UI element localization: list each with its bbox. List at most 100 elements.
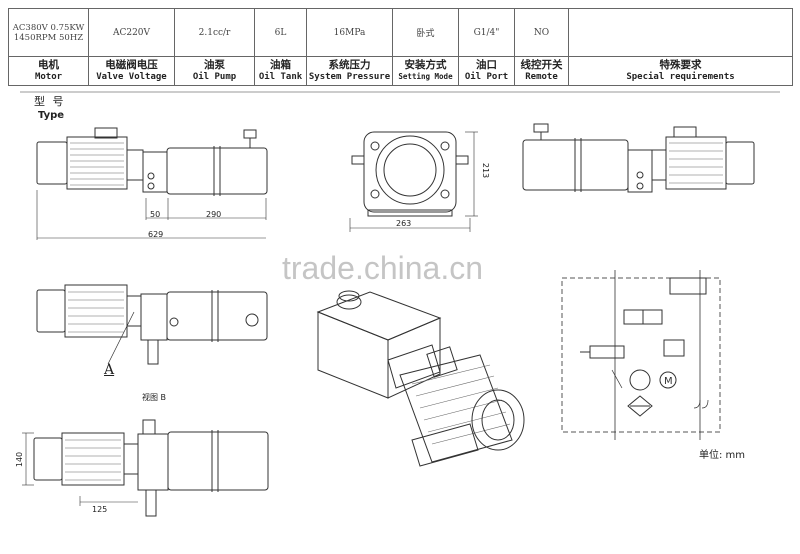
- end-port-right: [455, 155, 469, 165]
- header-en: System Pressure: [308, 72, 391, 82]
- valve-block: [387, 344, 441, 389]
- isometric-view: [316, 290, 525, 467]
- motor-body: [399, 354, 513, 463]
- oil-port-value: G1/4": [458, 8, 515, 57]
- terminal-box: [673, 126, 697, 138]
- schematic-boundary: [561, 277, 721, 433]
- motor-value: AC380V 0.75KW 1450RPM 50HZ: [8, 8, 89, 57]
- dim-290: 290: [206, 210, 222, 219]
- header-en: Setting Mode: [398, 72, 453, 81]
- valve-port: [147, 182, 155, 190]
- valve-block: [140, 293, 168, 341]
- valve-block: [142, 151, 168, 193]
- bottom-view: [22, 419, 269, 517]
- tank-side: [387, 317, 441, 399]
- solenoid: [426, 346, 458, 378]
- end-flange-inner: [383, 143, 437, 197]
- pump-symbol: [629, 369, 651, 391]
- motor-body: [665, 136, 727, 190]
- dim-263: 263: [396, 219, 412, 228]
- side-view-left: [36, 127, 268, 240]
- oil-tank: [166, 147, 268, 195]
- motor-base: [411, 423, 479, 467]
- header-cn: 电机: [38, 59, 59, 71]
- motor-fan-cover: [36, 141, 68, 185]
- tank-top: [316, 291, 442, 341]
- oil-tank: [166, 291, 268, 341]
- setting-mode-value: 卧式: [392, 8, 459, 57]
- motor-flange: [126, 149, 144, 181]
- unit-label: 单位: mm: [699, 450, 746, 461]
- dim-125: 125: [92, 505, 108, 514]
- motor-body: [64, 284, 128, 338]
- remote-value: NO: [514, 8, 569, 57]
- relief-valve: [663, 339, 685, 357]
- solenoid: [147, 339, 159, 365]
- end-base: [367, 209, 453, 217]
- header-cn: 电磁阀电压: [105, 59, 158, 71]
- valve-block: [627, 149, 653, 193]
- header-cn: 安装方式: [404, 59, 447, 71]
- motor-fan-cover: [36, 289, 66, 333]
- motor-fan-cover: [471, 389, 525, 451]
- motor-fins: [70, 142, 124, 186]
- hydraulic-schematic: M: [561, 270, 721, 440]
- motor-symbol: [659, 371, 677, 389]
- header-cn: 油泵: [204, 59, 225, 71]
- header-en: Motor: [34, 72, 63, 82]
- filler-cap: [245, 313, 259, 327]
- header-en: Special requirements: [626, 72, 735, 82]
- motor-body: [66, 136, 128, 190]
- dim-629: 629: [148, 230, 164, 239]
- header-en: Oil Pump: [192, 72, 237, 82]
- view-a-leader: [107, 311, 135, 365]
- end-flange: [375, 135, 445, 205]
- end-port-left: [351, 155, 365, 165]
- header-en: Oil Port: [464, 72, 509, 82]
- view-a-marker: A: [104, 362, 115, 378]
- tank-front: [317, 311, 389, 399]
- type-label-cn: 型 号: [34, 95, 66, 108]
- type-label-en: Type: [38, 110, 65, 121]
- spec-table: AC380V 0.75KW 1450RPM 50HZ AC220V 2.1cc/…: [8, 8, 793, 86]
- dim-140: 140: [15, 451, 25, 468]
- svg-text:M: M: [664, 376, 673, 387]
- header-cn: 系统压力: [328, 59, 371, 71]
- watermark: trade.china.cn: [282, 250, 484, 286]
- header-cn: 特殊要求: [659, 59, 702, 71]
- check-valve: [589, 345, 625, 359]
- dim-50: 50: [150, 210, 161, 219]
- valve-port: [147, 172, 155, 180]
- end-housing: [363, 131, 457, 213]
- spec-values-row: AC380V 0.75KW 1450RPM 50HZ AC220V 2.1cc/…: [8, 8, 793, 57]
- end-view: [349, 131, 478, 232]
- filler-cap: [336, 294, 362, 310]
- filler-cap: [243, 129, 257, 139]
- valve-symbol-top: [669, 277, 707, 295]
- filler-cap: [533, 123, 549, 133]
- valve-block: [137, 433, 169, 491]
- motor-body: [61, 432, 125, 486]
- solenoid: [145, 489, 157, 517]
- header-en: Remote: [525, 72, 558, 82]
- tank-symbol: [693, 399, 709, 409]
- valve-voltage-value: AC220V: [88, 8, 175, 57]
- header-en: Valve Voltage: [96, 72, 167, 82]
- solenoid: [142, 419, 156, 435]
- dim-213: 213: [481, 162, 491, 179]
- side-view-right: [522, 123, 755, 193]
- header-cn: 油口: [476, 59, 497, 71]
- filter-symbol: [627, 395, 653, 417]
- top-view: [36, 284, 268, 365]
- header-cn: 线控开关: [520, 59, 563, 71]
- terminal-box: [94, 127, 118, 139]
